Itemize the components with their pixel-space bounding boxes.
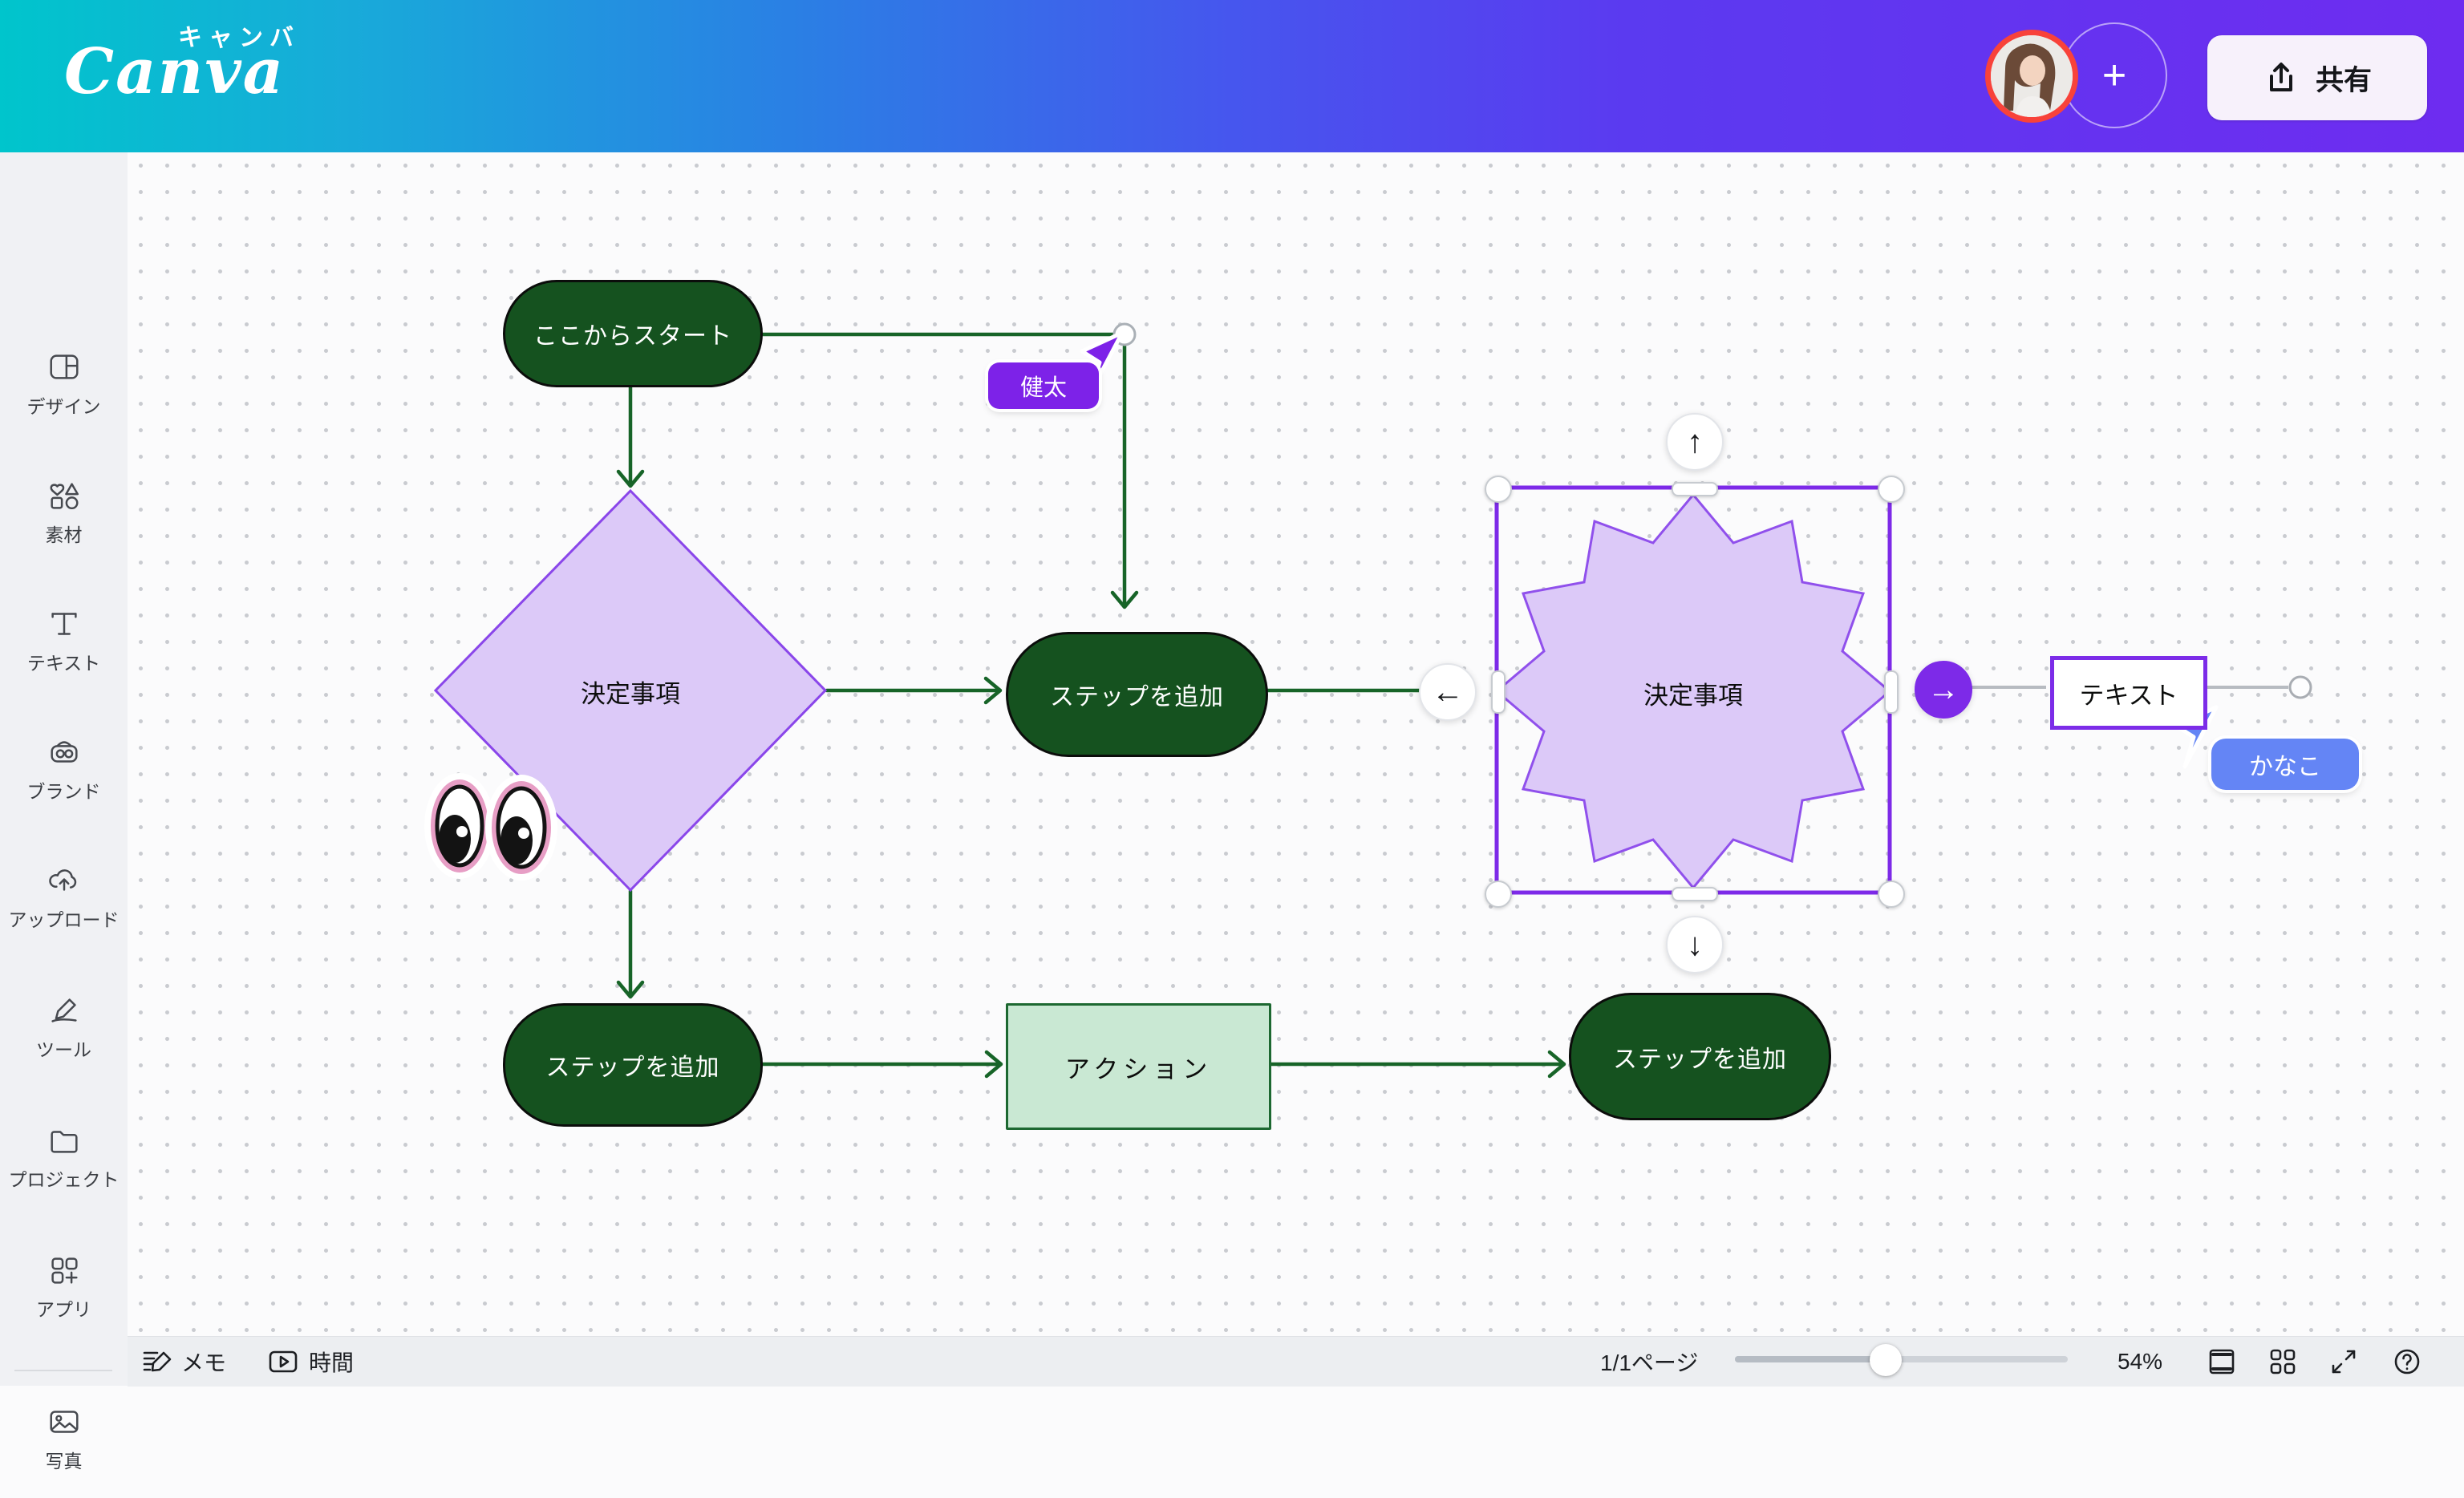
brand-icon: [50, 741, 78, 763]
resize-handle-left[interactable]: [1491, 670, 1506, 714]
kenta-cursor-icon: [1080, 330, 1125, 395]
page-view-icon: [2209, 1349, 2235, 1375]
resize-handle-se[interactable]: [1878, 881, 1905, 908]
add-node-up-button[interactable]: ↑: [1666, 413, 1724, 471]
resize-handle-bottom[interactable]: [1672, 887, 1718, 901]
grid-view-button[interactable]: [2267, 1337, 2299, 1387]
resize-handle-ne[interactable]: [1878, 476, 1905, 503]
arrowhead-right-icon: [983, 676, 1003, 705]
flowchart-layer: [424, 322, 2312, 1079]
arrowhead-down-icon: [616, 469, 645, 488]
pen-tool-icon: [51, 998, 77, 1022]
canva-logo[interactable]: Canva: [64, 35, 286, 108]
notes-icon: [143, 1351, 172, 1372]
arrowhead-right-icon: [984, 1050, 1003, 1079]
sidebar-item-apps[interactable]: アプリ: [0, 1252, 128, 1346]
brand-furigana: キャンバ: [178, 25, 300, 51]
cursor-label-kenta: 健太: [988, 362, 1099, 409]
page-indicator[interactable]: 1/1ページ: [1600, 1337, 1698, 1387]
node-add-step-bottom-left[interactable]: ステップを追加: [503, 1003, 763, 1127]
notes-button[interactable]: メモ: [141, 1337, 226, 1387]
design-icon: [49, 354, 79, 379]
arrowhead-down-icon: [1110, 590, 1139, 609]
share-label: 共有: [2315, 64, 2372, 96]
upload-share-icon: [2269, 63, 2292, 91]
node-text-box[interactable]: テキスト: [2050, 656, 2207, 730]
sidebar-item-tools[interactable]: ツール: [0, 992, 128, 1087]
resize-handle-nw[interactable]: [1485, 476, 1512, 503]
node-add-step-mid[interactable]: ステップを追加: [1006, 632, 1268, 757]
play-video-icon: [269, 1350, 298, 1373]
sidebar-label: 写真: [45, 1451, 83, 1472]
node-action[interactable]: アクション: [1006, 1003, 1271, 1130]
add-node-left-button[interactable]: ←: [1419, 663, 1477, 721]
timer-button[interactable]: 時間: [267, 1337, 354, 1387]
notes-label: メモ: [181, 1350, 227, 1375]
sidebar-item-photos[interactable]: 写真: [0, 1403, 128, 1498]
fullscreen-button[interactable]: [2328, 1337, 2360, 1387]
resize-handle-sw[interactable]: [1485, 881, 1512, 908]
sidebar-item-brand[interactable]: ブランド: [0, 734, 128, 828]
zoom-percent-label: 54%: [2118, 1349, 2163, 1374]
text-icon: [51, 613, 77, 635]
avatar-photo: [1991, 35, 2073, 117]
connectors[interactable]: [616, 332, 1566, 1079]
arrow-right-icon: →: [1927, 671, 1959, 707]
grid-view-icon: [2270, 1349, 2296, 1375]
arrowhead-right-icon: [1547, 1050, 1566, 1079]
resize-handle-right[interactable]: [1884, 670, 1899, 714]
arrow-left-icon: ←: [1432, 674, 1464, 710]
share-button[interactable]: 共有: [2207, 35, 2427, 120]
apps-icon: [51, 1257, 78, 1284]
add-member-button[interactable]: +: [2061, 22, 2167, 128]
sidebar-label: ブランド: [26, 781, 101, 802]
help-button[interactable]: [2391, 1337, 2423, 1387]
sidebar-label: アップロード: [8, 909, 120, 930]
connector-endpoint-handle[interactable]: [2288, 675, 2312, 699]
sidebar-label: テキスト: [26, 653, 101, 674]
page-view-button[interactable]: [2206, 1337, 2238, 1387]
sidebar-label: アプリ: [36, 1299, 91, 1320]
node-start[interactable]: ここからスタート: [503, 280, 763, 387]
sidebar-item-elements[interactable]: 素材: [0, 477, 128, 572]
star-label[interactable]: 決定事項: [1643, 682, 1743, 710]
upload-icon: [48, 869, 76, 891]
eyes-sticker[interactable]: [424, 773, 557, 881]
timer-label: 時間: [309, 1350, 355, 1375]
arrow-down-icon: ↓: [1687, 926, 1703, 962]
sidebar-divider: [14, 1370, 112, 1371]
elements-icon: [49, 483, 79, 510]
zoom-slider-thumb[interactable]: [1870, 1344, 1902, 1376]
zoom-percent[interactable]: 54%: [2118, 1337, 2162, 1387]
zoom-slider-track-filled: [1735, 1356, 1886, 1362]
page-indicator-label: 1/1ページ: [1600, 1350, 1699, 1375]
sidebar-item-text[interactable]: テキスト: [0, 605, 128, 700]
folder-icon: [50, 1131, 78, 1153]
avatar[interactable]: [1985, 30, 2078, 123]
sidebar-label: ツール: [36, 1039, 91, 1060]
sidebar-label: デザイン: [26, 396, 101, 417]
photos-icon: [49, 1411, 79, 1433]
header-bar: キャンバ Canva + 共有: [0, 0, 2464, 152]
resize-handle-top[interactable]: [1672, 482, 1718, 496]
help-icon: [2394, 1349, 2420, 1375]
fullscreen-expand-icon: [2332, 1350, 2356, 1374]
sidebar-item-design[interactable]: デザイン: [0, 349, 128, 443]
add-node-down-button[interactable]: ↓: [1666, 916, 1724, 974]
sidebar-label: 素材: [45, 524, 83, 545]
plus-icon: +: [2101, 52, 2127, 99]
arrowhead-down-icon: [616, 980, 645, 999]
cursor-label-kanako: かなこ: [2211, 739, 2359, 790]
sidebar: デザイン 素材 テキスト ブランド アップロード: [0, 152, 128, 1472]
arrow-up-icon: ↑: [1687, 423, 1703, 460]
add-node-right-button[interactable]: →: [1915, 661, 1972, 719]
sidebar-item-projects[interactable]: プロジェクト: [0, 1122, 128, 1217]
bottom-bar: メモ 時間 1/1ページ 54%: [128, 1336, 2464, 1387]
sidebar-label: プロジェクト: [8, 1169, 120, 1190]
node-add-step-bottom-right[interactable]: ステップを追加: [1569, 993, 1831, 1120]
diamond-label[interactable]: 決定事項: [581, 680, 680, 708]
sidebar-item-uploads[interactable]: アップロード: [0, 862, 128, 957]
